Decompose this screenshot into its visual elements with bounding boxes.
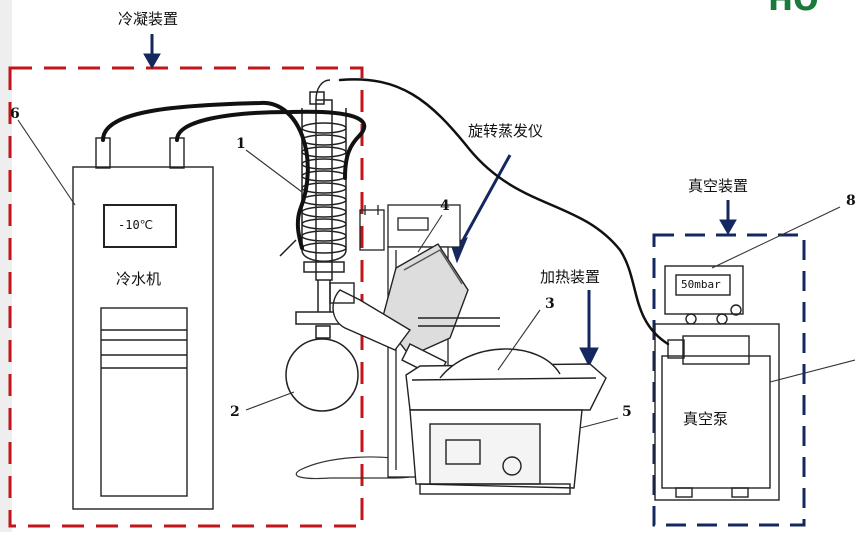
vacuum-pump-label: 真空泵 — [683, 410, 729, 428]
vacuum-unit-box — [652, 233, 806, 527]
chiller-unit — [72, 137, 214, 510]
heating-bath — [405, 348, 607, 495]
vacuum-arrow — [719, 200, 737, 236]
chiller-label: 冷水机 — [116, 270, 162, 288]
callout-5: 5 — [622, 404, 632, 420]
heating-arrow — [579, 290, 599, 368]
callout-6: 6 — [10, 106, 20, 122]
condenser-coil — [279, 79, 347, 281]
condensing-unit-label: 冷凝装置 — [118, 10, 179, 28]
rotary-motor-head — [329, 243, 500, 379]
chiller-temperature-display: -10℃ — [118, 218, 154, 232]
condensing-arrow — [143, 34, 161, 70]
callout-3: 3 — [545, 296, 555, 312]
heating-unit-label: 加热装置 — [540, 268, 601, 286]
callout-8: 8 — [846, 193, 855, 209]
vacuum-pressure-display: 50mbar — [681, 278, 721, 291]
vacuum-unit-label: 真空装置 — [688, 177, 749, 195]
leader-lines — [17, 119, 855, 429]
callout-2: 2 — [230, 404, 240, 420]
callout-1: 1 — [236, 136, 246, 152]
corner-logo: HO — [768, 0, 819, 18]
left-edge-band — [0, 0, 12, 532]
vacuum-pump-unit — [654, 265, 780, 501]
rotary-evaporator-label: 旋转蒸发仪 — [468, 122, 544, 140]
condensing-unit-box — [8, 66, 364, 528]
hoses — [101, 78, 670, 346]
callout-4: 4 — [440, 198, 450, 214]
receiving-flask — [285, 280, 359, 412]
